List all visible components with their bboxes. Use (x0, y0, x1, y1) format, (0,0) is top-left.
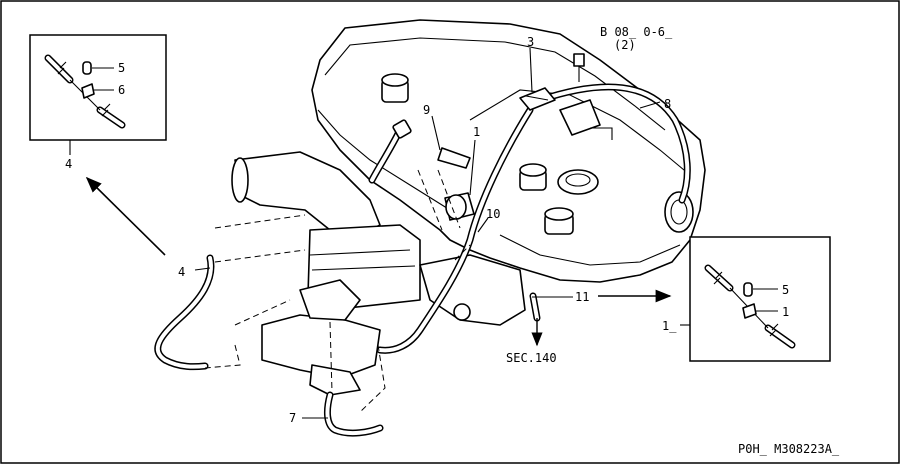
callout-11: 11 (575, 290, 589, 304)
left-detail-label-a: 5 (118, 61, 125, 75)
hose-4 (154, 254, 215, 371)
callout-4: 4 (178, 265, 185, 279)
callout-9: 9 (423, 103, 430, 117)
callout-1: 1 (473, 125, 480, 139)
pcv-valve (444, 192, 475, 221)
left-detail-label-b: 6 (118, 83, 125, 97)
right-detail-id: 1_ (662, 319, 677, 333)
detail-box-left: 5 6 4 (29, 34, 167, 171)
ref-code-line2: (2) (614, 38, 636, 52)
leader-lines (194, 47, 661, 419)
callout-7: 7 (289, 411, 296, 425)
callout-3: 3 (527, 35, 534, 49)
ref-code-line1: B 08_ 0-6_ (600, 25, 673, 39)
right-detail-label-a: 5 (782, 283, 789, 297)
right-detail-label-b: 1 (782, 305, 789, 319)
detail-box-right: 5 1 1_ (662, 236, 831, 362)
callout-8: 8 (664, 97, 671, 111)
hose-8 (536, 83, 691, 204)
hose-9 (368, 119, 471, 184)
bolt-bracket (559, 53, 613, 140)
throttle-body (261, 254, 526, 396)
callout-10: 10 (486, 207, 500, 221)
footer-part-code: P0H_ M308223A_ (738, 442, 840, 456)
hose-7 (323, 391, 384, 437)
clamp-3 (519, 87, 556, 111)
arrow-to-left-detail (85, 176, 166, 256)
left-detail-id: 4 (65, 157, 72, 171)
intake-duct (231, 151, 421, 311)
section-reference: SEC.140 (506, 351, 557, 365)
hose-10 (376, 106, 534, 354)
dashed-leaders (204, 169, 471, 413)
hose-11 (529, 292, 541, 322)
